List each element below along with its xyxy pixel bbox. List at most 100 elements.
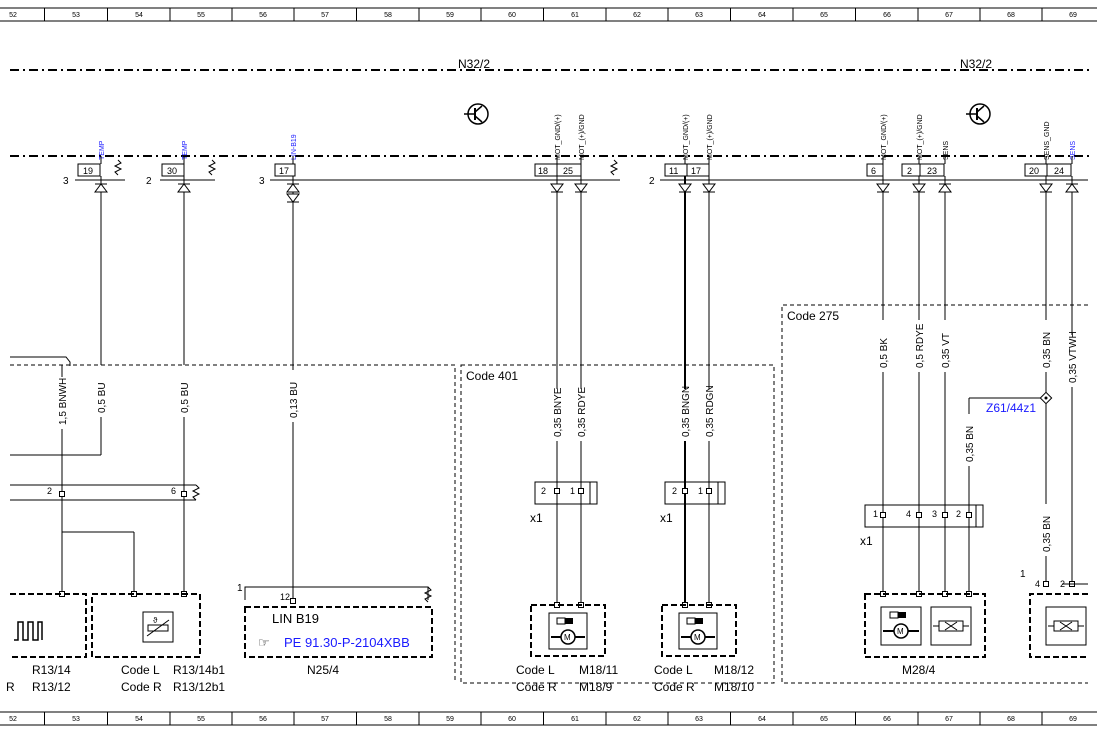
pin-number: 6 <box>871 166 876 176</box>
component-label: Code L <box>516 663 555 677</box>
wire-label: 0,35 RDGN <box>705 385 716 437</box>
pin-number: 11 <box>669 166 678 176</box>
connector-pin: 12 <box>280 592 290 602</box>
component-label: M18/10 <box>714 680 754 694</box>
connector-label: x1 <box>860 534 873 548</box>
component-label: M18/11 <box>579 663 618 677</box>
code-401-frame: Code 401 <box>10 364 775 684</box>
connector-pin: 2 <box>541 486 546 496</box>
signal-label: MOT_(+)/GND <box>707 114 714 160</box>
signal-label: MOT_GND/(+) <box>881 114 888 160</box>
column-number: 64 <box>758 12 766 19</box>
component-label: Code R <box>121 680 162 694</box>
connector-pin: 2 <box>47 486 52 496</box>
column-number: 66 <box>883 12 891 19</box>
actuator-icon <box>930 606 972 646</box>
components: ϑ LIN B19 ☞ PE 91.30-P-2104XBB M M <box>10 583 1088 658</box>
signal-arrows <box>94 183 1079 203</box>
column-number: 62 <box>633 12 641 19</box>
column-number: 60 <box>508 716 516 723</box>
component-label: R <box>6 680 15 694</box>
component-label: LIN B19 <box>272 611 319 626</box>
wire-label: 0,35 BN <box>1042 516 1053 552</box>
connector-pin: 2 <box>672 486 677 496</box>
module-n32-2: N32/2 N32/2 3 2 3 2 <box>10 57 1090 187</box>
column-number: 66 <box>883 716 891 723</box>
column-number: 60 <box>508 12 516 19</box>
column-number: 68 <box>1007 12 1015 19</box>
pin-group-count: 3 <box>259 176 265 187</box>
column-number: 59 <box>446 12 454 19</box>
connector-label: x1 <box>530 511 543 525</box>
column-number: 69 <box>1069 716 1077 723</box>
wire-label: 0,35 RDYE <box>577 387 588 437</box>
connector-pin: 4 <box>1035 579 1040 589</box>
wire-label: 0,35 VT <box>941 333 952 368</box>
wire-label: 0,35 BN <box>1042 332 1053 368</box>
column-number: 55 <box>197 716 205 723</box>
wire-label: 0,13 BU <box>289 382 300 418</box>
connector-pin: 1 <box>873 509 878 519</box>
resistor-icon: ϑ <box>142 611 174 643</box>
wire-label: 0,5 RDYE <box>915 323 926 368</box>
connector-pin: 6 <box>171 486 176 496</box>
svg-text:M: M <box>694 633 701 642</box>
wires <box>10 176 1073 605</box>
pin-number: 17 <box>691 166 701 176</box>
svg-text:M: M <box>897 627 904 636</box>
resistor-icon <box>113 159 619 176</box>
column-number: 57 <box>321 12 329 19</box>
component-label: R13/12b1 <box>173 680 225 694</box>
signal-label: MOT_(+)/GND <box>579 114 586 160</box>
wire-label: 1,5 BNWH <box>58 378 69 425</box>
column-number: 52 <box>9 716 17 723</box>
transistor-icon <box>966 103 991 125</box>
signal-label: SENS_GND <box>1044 121 1051 160</box>
column-number: 61 <box>571 716 579 723</box>
component-label: R13/14b1 <box>173 663 225 677</box>
wire-label: 0,5 BU <box>97 382 108 413</box>
wire-label: 0,35 VTWH <box>1068 331 1079 383</box>
component-label: Code L <box>654 663 693 677</box>
code-label: Code 401 <box>466 369 518 383</box>
pin-group-count: 2 <box>649 176 655 187</box>
column-number: 57 <box>321 716 329 723</box>
pe-reference-link[interactable]: PE 91.30-P-2104XBB <box>284 635 410 650</box>
actuator-icon <box>1045 606 1087 646</box>
pin-number: 17 <box>279 166 289 176</box>
column-number: 54 <box>135 716 143 723</box>
connector-pin: 1 <box>570 486 575 496</box>
motor-icon: M <box>880 606 922 646</box>
connector-pin: 4 <box>906 509 911 519</box>
splice-label: Z61/44z1 <box>986 401 1036 415</box>
column-number: 62 <box>633 716 641 723</box>
pin-number: 18 <box>538 166 548 176</box>
column-number: 65 <box>820 12 828 19</box>
column-number: 67 <box>945 716 953 723</box>
column-number: 58 <box>384 12 392 19</box>
connector-label: x1 <box>660 511 673 525</box>
pin-number: 19 <box>83 166 93 176</box>
component-label: R13/12 <box>32 680 71 694</box>
column-number: 59 <box>446 716 454 723</box>
transistor-icon <box>464 103 489 125</box>
svg-text:M: M <box>564 633 571 642</box>
code-label: Code 275 <box>787 309 839 323</box>
signal-label: SENS <box>1070 141 1077 160</box>
connector-pin: 1 <box>698 486 703 496</box>
connector-pin: 1 <box>1020 569 1026 580</box>
connectors <box>244 481 984 603</box>
signal-label: MOT_(+)/GND <box>917 114 924 160</box>
component-label: M28/4 <box>902 663 936 677</box>
column-number: 64 <box>758 716 766 723</box>
svg-text:ϑ: ϑ <box>153 616 158 625</box>
column-number: 63 <box>695 12 703 19</box>
signal-label: SENS <box>943 141 950 160</box>
motor-icon: M <box>678 612 718 650</box>
signal-label: LIN-B19 <box>291 134 298 160</box>
column-number: 52 <box>9 12 17 19</box>
column-number: 55 <box>197 12 205 19</box>
